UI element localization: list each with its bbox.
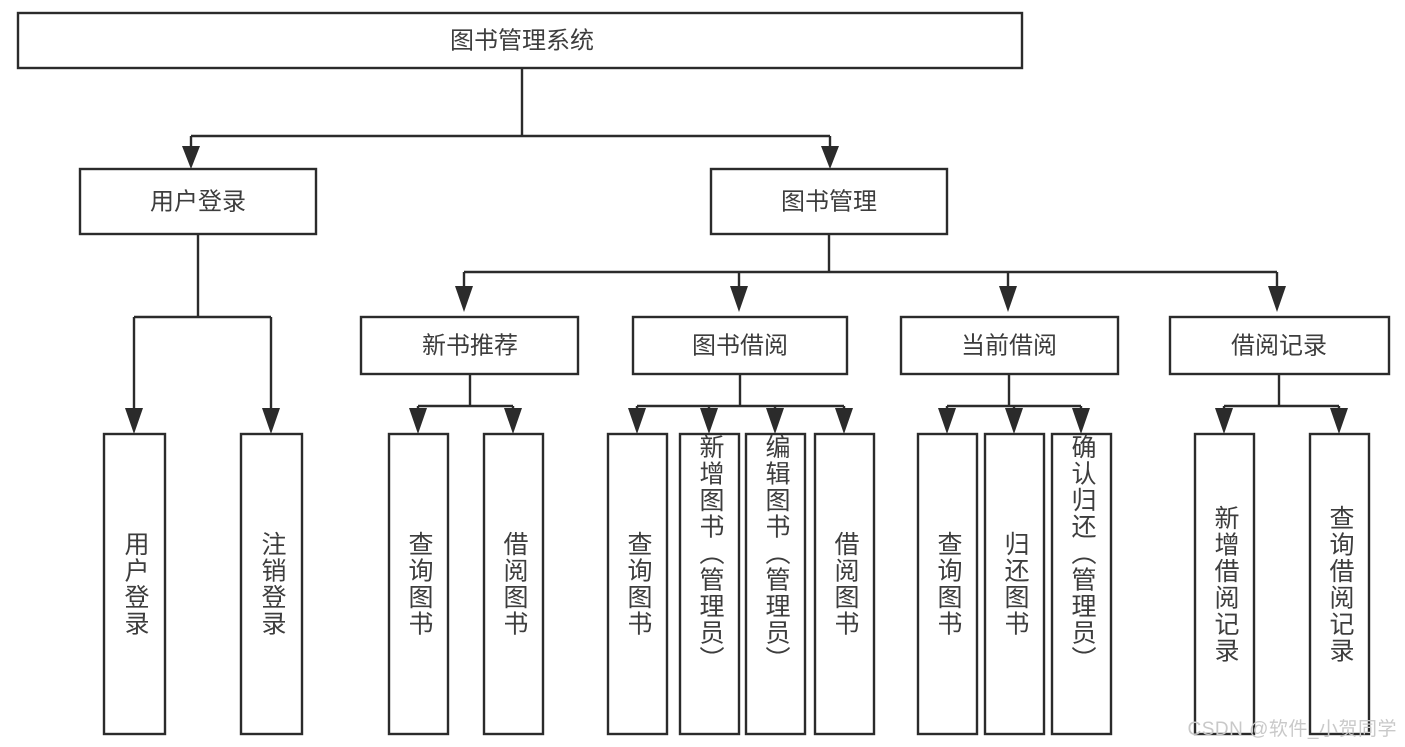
- connector-group-currentborrow: [938, 374, 1090, 434]
- node-leaf-query-book-3[interactable]: [916, 432, 979, 736]
- node-book-manage-label: 图书管理: [781, 188, 877, 215]
- arrow-head-borrowrecord: [1268, 286, 1286, 312]
- arrow-head-leaf-borrow-book-1: [504, 408, 522, 434]
- arrow-head-leaf-query-book-2: [628, 408, 646, 434]
- arrow-head-bookborrow: [730, 286, 748, 312]
- arrow-head-bookmanage: [821, 146, 839, 169]
- arrow-head-userlogin: [182, 146, 200, 169]
- arrow-head-leaf-edit-book: [766, 408, 784, 434]
- node-leaf-borrow-book-2[interactable]: [813, 432, 876, 736]
- node-book-manage[interactable]: [709, 167, 949, 236]
- arrow-head-leaf-query-record: [1330, 408, 1348, 434]
- node-book-borrow-label: 图书借阅: [692, 332, 788, 359]
- arrow-head-newbook: [455, 286, 473, 312]
- node-leaf-confirm-return[interactable]: [1050, 432, 1113, 736]
- node-borrow-record-label: 借阅记录: [1231, 332, 1327, 359]
- node-root-label: 图书管理系统: [450, 27, 594, 54]
- node-leaf-edit-book[interactable]: [744, 432, 807, 736]
- connector-group-bookborrow: [628, 374, 853, 434]
- node-root[interactable]: [16, 11, 1024, 70]
- node-new-book-recommend[interactable]: [359, 315, 580, 376]
- arrow-head-leaf-user-login: [125, 408, 143, 434]
- arrow-head-leaf-return-book: [1005, 408, 1023, 434]
- node-leaf-query-book-1[interactable]: [387, 432, 450, 736]
- arrow-head-leaf-add-book: [700, 408, 718, 434]
- node-leaf-query-book-2[interactable]: [606, 432, 669, 736]
- node-leaf-return-book[interactable]: [983, 432, 1046, 736]
- connector-group-root: [182, 68, 839, 169]
- node-user-login[interactable]: [78, 167, 318, 236]
- arrow-head-currentborrow: [999, 286, 1017, 312]
- node-leaf-user-login[interactable]: [102, 432, 167, 736]
- connector-group-bookmanage: [455, 234, 1286, 312]
- node-leaf-query-record[interactable]: [1308, 432, 1371, 736]
- connector-group-newbook: [409, 374, 522, 434]
- node-leaf-add-record[interactable]: [1193, 432, 1256, 736]
- arrow-head-leaf-add-record: [1215, 408, 1233, 434]
- arrow-head-leaf-query-book-1: [409, 408, 427, 434]
- arrow-head-leaf-borrow-book-2: [835, 408, 853, 434]
- node-current-borrow[interactable]: [899, 315, 1120, 376]
- arrow-head-leaf-logout: [262, 408, 280, 434]
- node-borrow-record[interactable]: [1168, 315, 1391, 376]
- node-book-borrow[interactable]: [631, 315, 849, 376]
- node-leaf-borrow-book-1[interactable]: [482, 432, 545, 736]
- arrow-head-leaf-confirm-return: [1072, 408, 1090, 434]
- arrow-head-leaf-query-book-3: [938, 408, 956, 434]
- node-leaf-add-book[interactable]: [678, 432, 741, 736]
- csdn-watermark: CSDN @软件_小贺同学: [1187, 719, 1397, 740]
- node-leaf-logout[interactable]: [239, 432, 304, 736]
- node-user-login-label: 用户登录: [150, 188, 246, 215]
- connector-group-userlogin: [125, 234, 280, 434]
- node-new-book-recommend-label: 新书推荐: [422, 332, 518, 359]
- connector-group-borrowrecord: [1215, 374, 1348, 434]
- node-current-borrow-label: 当前借阅: [961, 332, 1057, 359]
